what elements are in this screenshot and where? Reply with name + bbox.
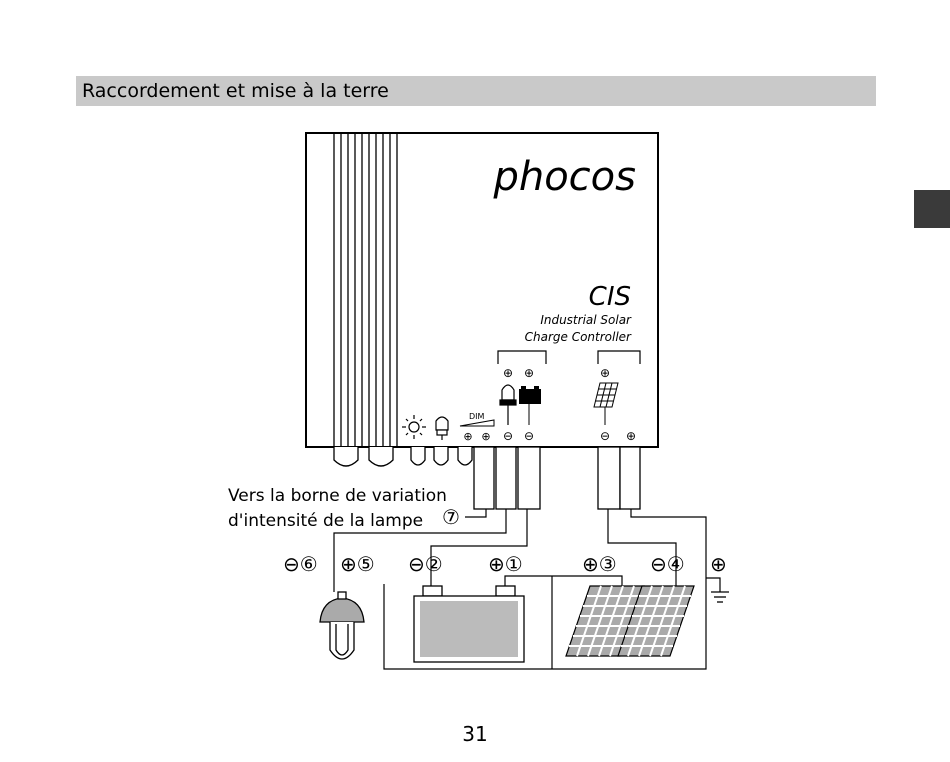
terminal-cable-exits [474, 447, 640, 509]
svg-text:⊕: ⊕ [600, 366, 610, 380]
svg-text:⊕: ⊕ [626, 429, 636, 443]
svg-text:⊕: ⊕ [481, 430, 490, 443]
ground-label: ⊕ [710, 552, 727, 576]
svg-text:⊖: ⊖ [600, 429, 610, 443]
external-lamp-icon [320, 592, 364, 659]
terminal-2-label: ⊖② [408, 552, 443, 576]
svg-text:⊖: ⊖ [524, 429, 534, 443]
svg-text:⊕: ⊕ [524, 366, 534, 380]
svg-text:⊕: ⊕ [463, 430, 472, 443]
brand-logo: phocos [492, 154, 636, 200]
terminal-labels: ⊖⑥ ⊕⑤ ⊖② ⊕① ⊕③ ⊖④ ⊕ [283, 552, 727, 576]
terminal-5-label: ⊕⑤ [340, 552, 375, 576]
terminal-1-label: ⊕① [488, 552, 523, 576]
description-line2: Charge Controller [525, 330, 632, 344]
terminal-3-label: ⊕③ [582, 552, 617, 576]
terminal-4-label: ⊖④ [650, 552, 685, 576]
ground-icon [711, 592, 729, 602]
svg-text:DIM: DIM [469, 412, 485, 421]
model-label: CIS [589, 282, 631, 312]
svg-text:⊕: ⊕ [503, 366, 513, 380]
description-line1: Industrial Solar [540, 313, 632, 327]
annotation-line1: Vers la borne de variation [228, 486, 447, 506]
svg-text:⊖: ⊖ [503, 429, 513, 443]
annotation-marker: ⑦ [442, 505, 460, 529]
annotation-line2: d'intensité de la lampe [228, 511, 423, 531]
cable-glands [334, 447, 472, 466]
external-battery-icon [414, 586, 524, 662]
page-number: 31 [0, 722, 950, 746]
terminal-6-label: ⊖⑥ [283, 552, 318, 576]
